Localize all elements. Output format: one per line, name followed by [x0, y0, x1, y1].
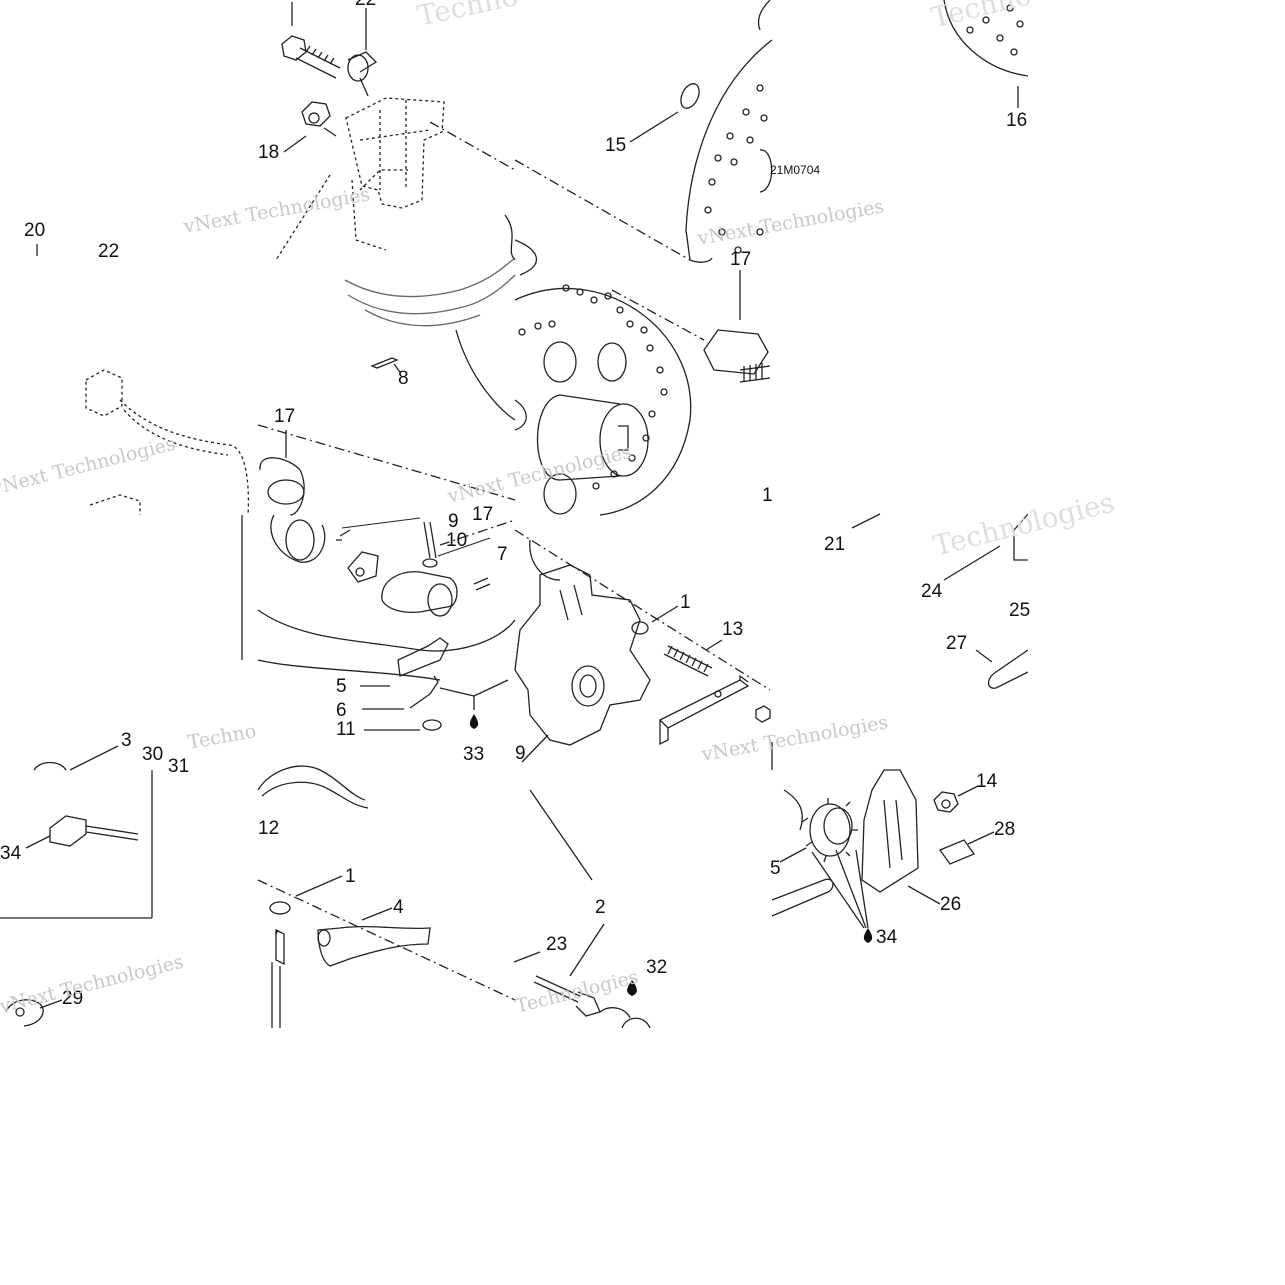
callout-26: 26 — [940, 894, 962, 915]
lever-part-4 — [317, 907, 431, 967]
spring-part-13 — [663, 639, 723, 677]
callout-30: 30 — [142, 744, 164, 765]
callout-13: 13 — [722, 619, 744, 640]
bracket-plate — [658, 674, 750, 746]
callout-32: 32 — [646, 957, 668, 978]
harness-dotted — [85, 369, 250, 516]
adaptor-part-17 — [703, 270, 771, 383]
callout-24: 24 — [921, 581, 943, 602]
cam-part-17-left — [259, 430, 305, 516]
callout-15: 15 — [605, 135, 627, 156]
wire-part-30 — [257, 765, 369, 809]
caliper-subparts — [241, 514, 516, 731]
brake-disc — [514, 239, 692, 516]
callout-17-adaptor: 17 — [730, 249, 752, 270]
spring-pin-part-27 — [975, 649, 1029, 689]
callout-6: 6 — [336, 700, 347, 721]
disc-part-16 — [943, 0, 1029, 108]
callout-27: 27 — [946, 633, 968, 654]
callout-34-box: 34 — [0, 843, 22, 864]
arm-part-26 — [861, 769, 941, 905]
callout-17-small: 17 — [472, 504, 494, 525]
callout-20: 20 — [24, 220, 46, 241]
nut-part-14 — [933, 785, 979, 813]
callout-31: 31 — [168, 756, 190, 777]
bracket-dotted — [345, 97, 445, 251]
blank-area-bottom — [0, 1028, 1285, 1285]
callout-1-lower: 1 — [345, 866, 356, 887]
callout-11: 11 — [336, 719, 356, 740]
callout-23: 23 — [546, 934, 568, 955]
callout-10: 10 — [446, 530, 468, 551]
callout-1-disc: 1 — [762, 485, 773, 506]
callout-1: 1 — [680, 592, 691, 613]
callout-21: 21 — [824, 534, 846, 555]
callout-17-cam: 17 — [274, 406, 296, 427]
callout-9-caliper: 9 — [515, 743, 526, 764]
nut-part-18 — [283, 101, 337, 153]
callout-3: 3 — [121, 730, 132, 751]
spring-part-27-right — [771, 878, 834, 917]
cable-part-12 — [269, 875, 343, 1028]
callout-4: 4 — [393, 897, 404, 918]
sprocket-part-25 — [779, 798, 858, 863]
clip-part-28 — [938, 831, 995, 865]
caliper-part-9 — [514, 564, 651, 763]
callout-5-right: 5 — [770, 858, 781, 879]
part-code-label: 21M0704 — [770, 163, 821, 177]
blank-area-right — [1028, 0, 1285, 1028]
e-clip-part-1 — [631, 605, 679, 635]
bracket-part-24 — [943, 513, 1029, 581]
callout-25: 25 — [1009, 600, 1031, 621]
callout-28: 28 — [994, 819, 1016, 840]
callout-16: 16 — [1006, 110, 1028, 131]
o-ring-part-15 — [629, 83, 700, 143]
switch-part-34 — [0, 745, 153, 919]
callout-8: 8 — [398, 368, 409, 389]
pin-part-23 — [513, 951, 631, 1019]
callout-22-mid: 22 — [98, 241, 120, 262]
callout-12: 12 — [258, 818, 280, 839]
sensor-part-29 — [5, 999, 63, 1027]
callout-5: 5 — [336, 676, 347, 697]
bolt-part-22 — [281, 2, 378, 97]
disc-holes-top — [704, 84, 768, 254]
callout-33: 33 — [463, 744, 485, 765]
callout-34-drop: 34 — [876, 927, 898, 948]
brake-lever-shadow — [344, 257, 516, 327]
cotter-pin-part-8 — [370, 357, 401, 373]
hub-sleeve — [536, 394, 649, 481]
callout-14: 14 — [976, 771, 998, 792]
callout-7: 7 — [497, 544, 508, 565]
callout-9: 9 — [448, 511, 459, 532]
callout-18: 18 — [258, 142, 280, 163]
callout-2: 2 — [595, 897, 606, 918]
callout-29: 29 — [62, 988, 84, 1009]
callout-22: 22 — [355, 0, 376, 9]
